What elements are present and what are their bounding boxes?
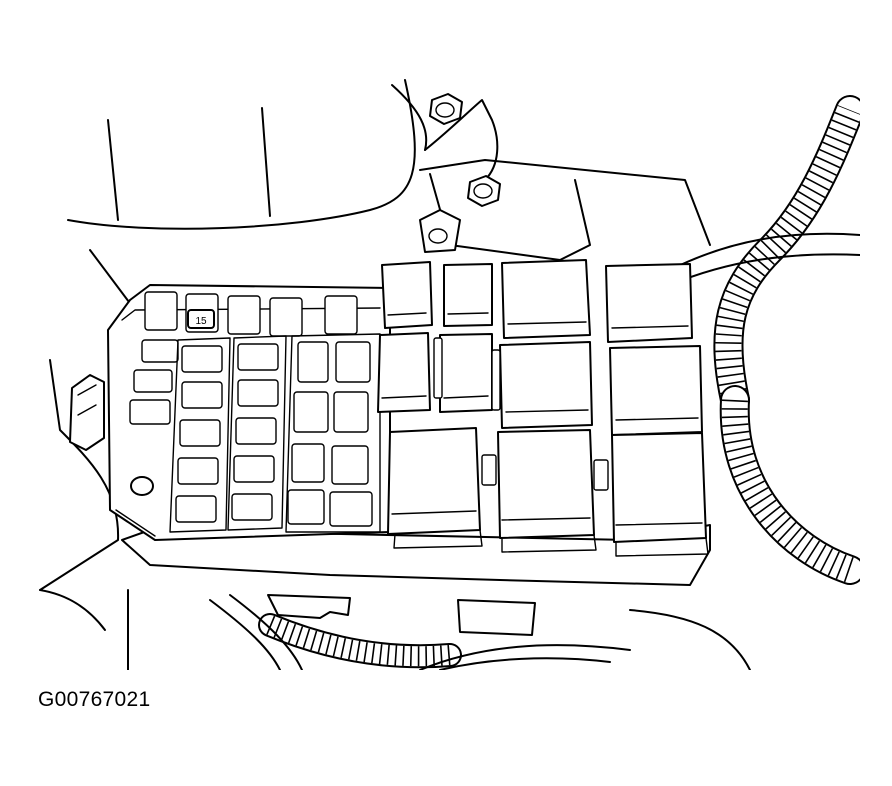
- fuse-column-left: [129, 339, 179, 425]
- relay-10: [497, 429, 597, 553]
- relay-6: [439, 333, 493, 413]
- relay-2: [443, 263, 493, 327]
- wiring-harness-bottom: [209, 594, 631, 670]
- fuse-bank-c: [285, 333, 381, 533]
- relay-11: [611, 432, 709, 557]
- relay-8: [609, 345, 703, 436]
- bolt-middle: [467, 175, 501, 207]
- fuse-bank-a: [169, 337, 231, 533]
- wiring-harness-right: [669, 95, 860, 585]
- bolt-bracket: [419, 209, 461, 253]
- relay-5: [377, 332, 431, 413]
- relay-3: [501, 259, 591, 339]
- relay-1: [381, 261, 433, 329]
- relay-7: [499, 341, 593, 429]
- bolt-top: [429, 93, 463, 125]
- figure-code: G00767021: [38, 688, 151, 711]
- relay-terminal-posts: [433, 337, 609, 491]
- fuse-bank-b: [227, 335, 287, 531]
- relay-9: [387, 427, 483, 549]
- fuse-relay-box-illustration: 15: [30, 70, 860, 670]
- fuse-15: 15: [187, 309, 215, 329]
- relay-4: [605, 263, 693, 343]
- fuse-15-label: 15: [195, 316, 207, 327]
- fuse-top-row: [144, 291, 358, 337]
